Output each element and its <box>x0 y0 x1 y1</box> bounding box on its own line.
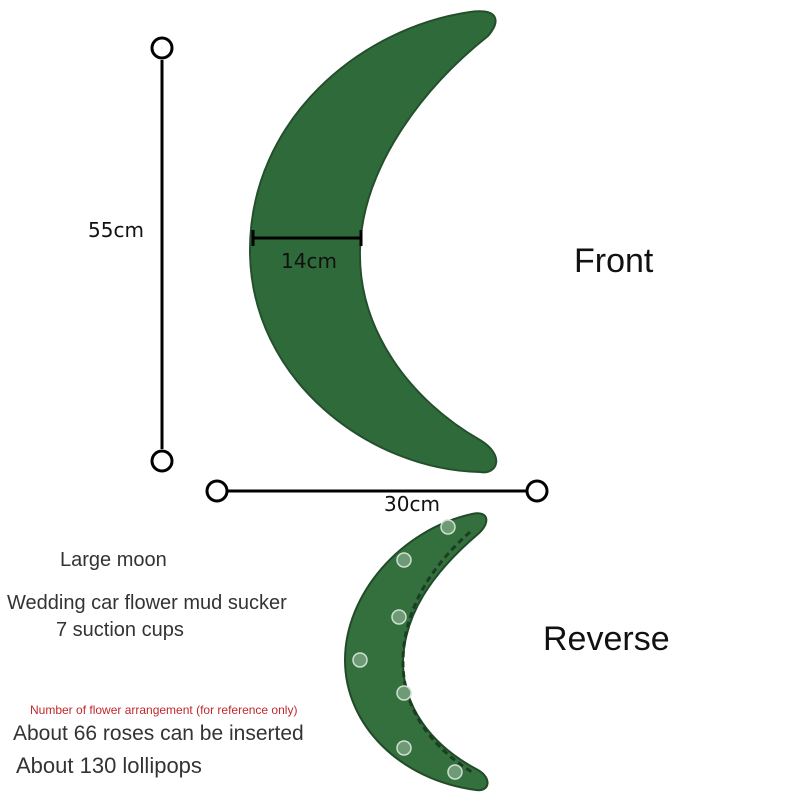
suction-cup <box>440 519 456 535</box>
product-name: Large moon <box>60 549 167 571</box>
width-dimension-line <box>205 479 549 503</box>
band-width-label: 14cm <box>281 249 337 273</box>
suction-cups <box>352 519 463 780</box>
suction-cup <box>396 685 412 701</box>
product-description: Wedding car flower mud sucker <box>7 592 287 614</box>
height-label: 55cm <box>88 218 144 242</box>
reverse-crescent-edge <box>401 530 473 774</box>
suction-cup <box>352 652 368 668</box>
suction-cup <box>396 740 412 756</box>
front-view-label: Front <box>574 242 654 280</box>
reverse-view-label: Reverse <box>543 620 670 658</box>
suction-cup <box>396 552 412 568</box>
width-label: 30cm <box>384 492 440 516</box>
arrangement-note: Number of flower arrangement (for refere… <box>30 703 298 717</box>
suction-cup-count: 7 suction cups <box>56 619 184 641</box>
suction-cup <box>447 764 463 780</box>
roses-capacity: About 66 roses can be inserted <box>13 722 304 745</box>
lollipops-capacity: About 130 lollipops <box>16 753 202 778</box>
band-width-marker <box>251 230 363 246</box>
reverse-crescent-foam <box>343 512 489 792</box>
front-crescent-foam <box>248 10 498 474</box>
suction-cup <box>391 609 407 625</box>
height-dimension-line <box>150 36 174 473</box>
